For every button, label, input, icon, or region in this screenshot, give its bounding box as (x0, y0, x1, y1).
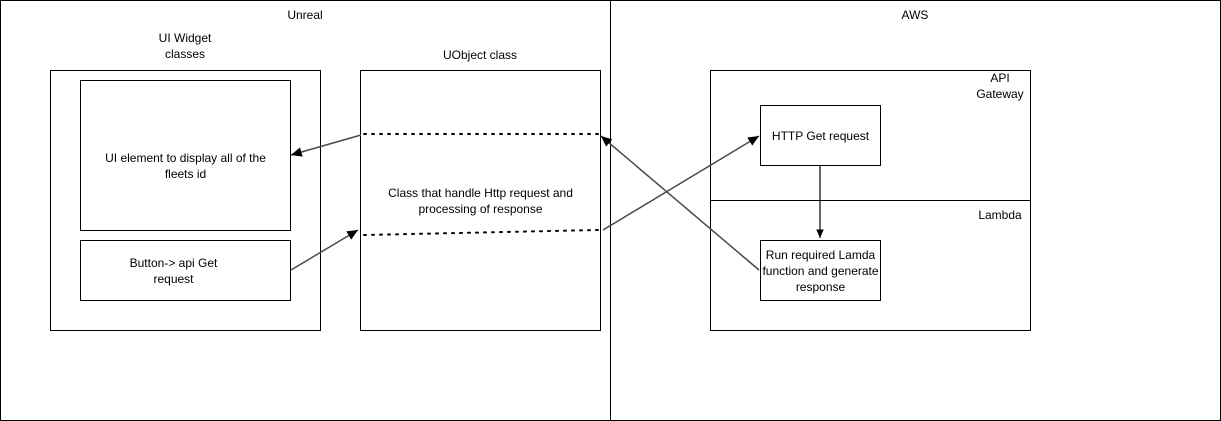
button-box (80, 240, 291, 301)
unreal-lane-title: Unreal (287, 8, 323, 22)
lambda-function-box (760, 240, 881, 301)
ui-element-text: UI element to display all of the fleets … (105, 150, 266, 181)
widget-group-label: UI Widget classes (158, 31, 212, 61)
widget-group-box (50, 70, 321, 331)
uobject-box (360, 70, 601, 331)
aws-lane-title: AWS (901, 8, 929, 22)
ui-element-box (80, 80, 291, 231)
uobject-group-label: UObject class (442, 48, 518, 62)
api-gateway-label: API Gateway (976, 71, 1024, 101)
http-get-box (760, 105, 881, 166)
aws-divider (710, 200, 1031, 201)
lambda-function-text: Run required Lamda function and generate… (762, 247, 879, 294)
uobject-body-text: Class that handle Http request and proce… (388, 185, 573, 216)
http-get-text: HTTP Get request (771, 128, 870, 143)
button-text: Button-> api Get request (129, 255, 218, 286)
lambda-label: Lambda (978, 208, 1022, 222)
